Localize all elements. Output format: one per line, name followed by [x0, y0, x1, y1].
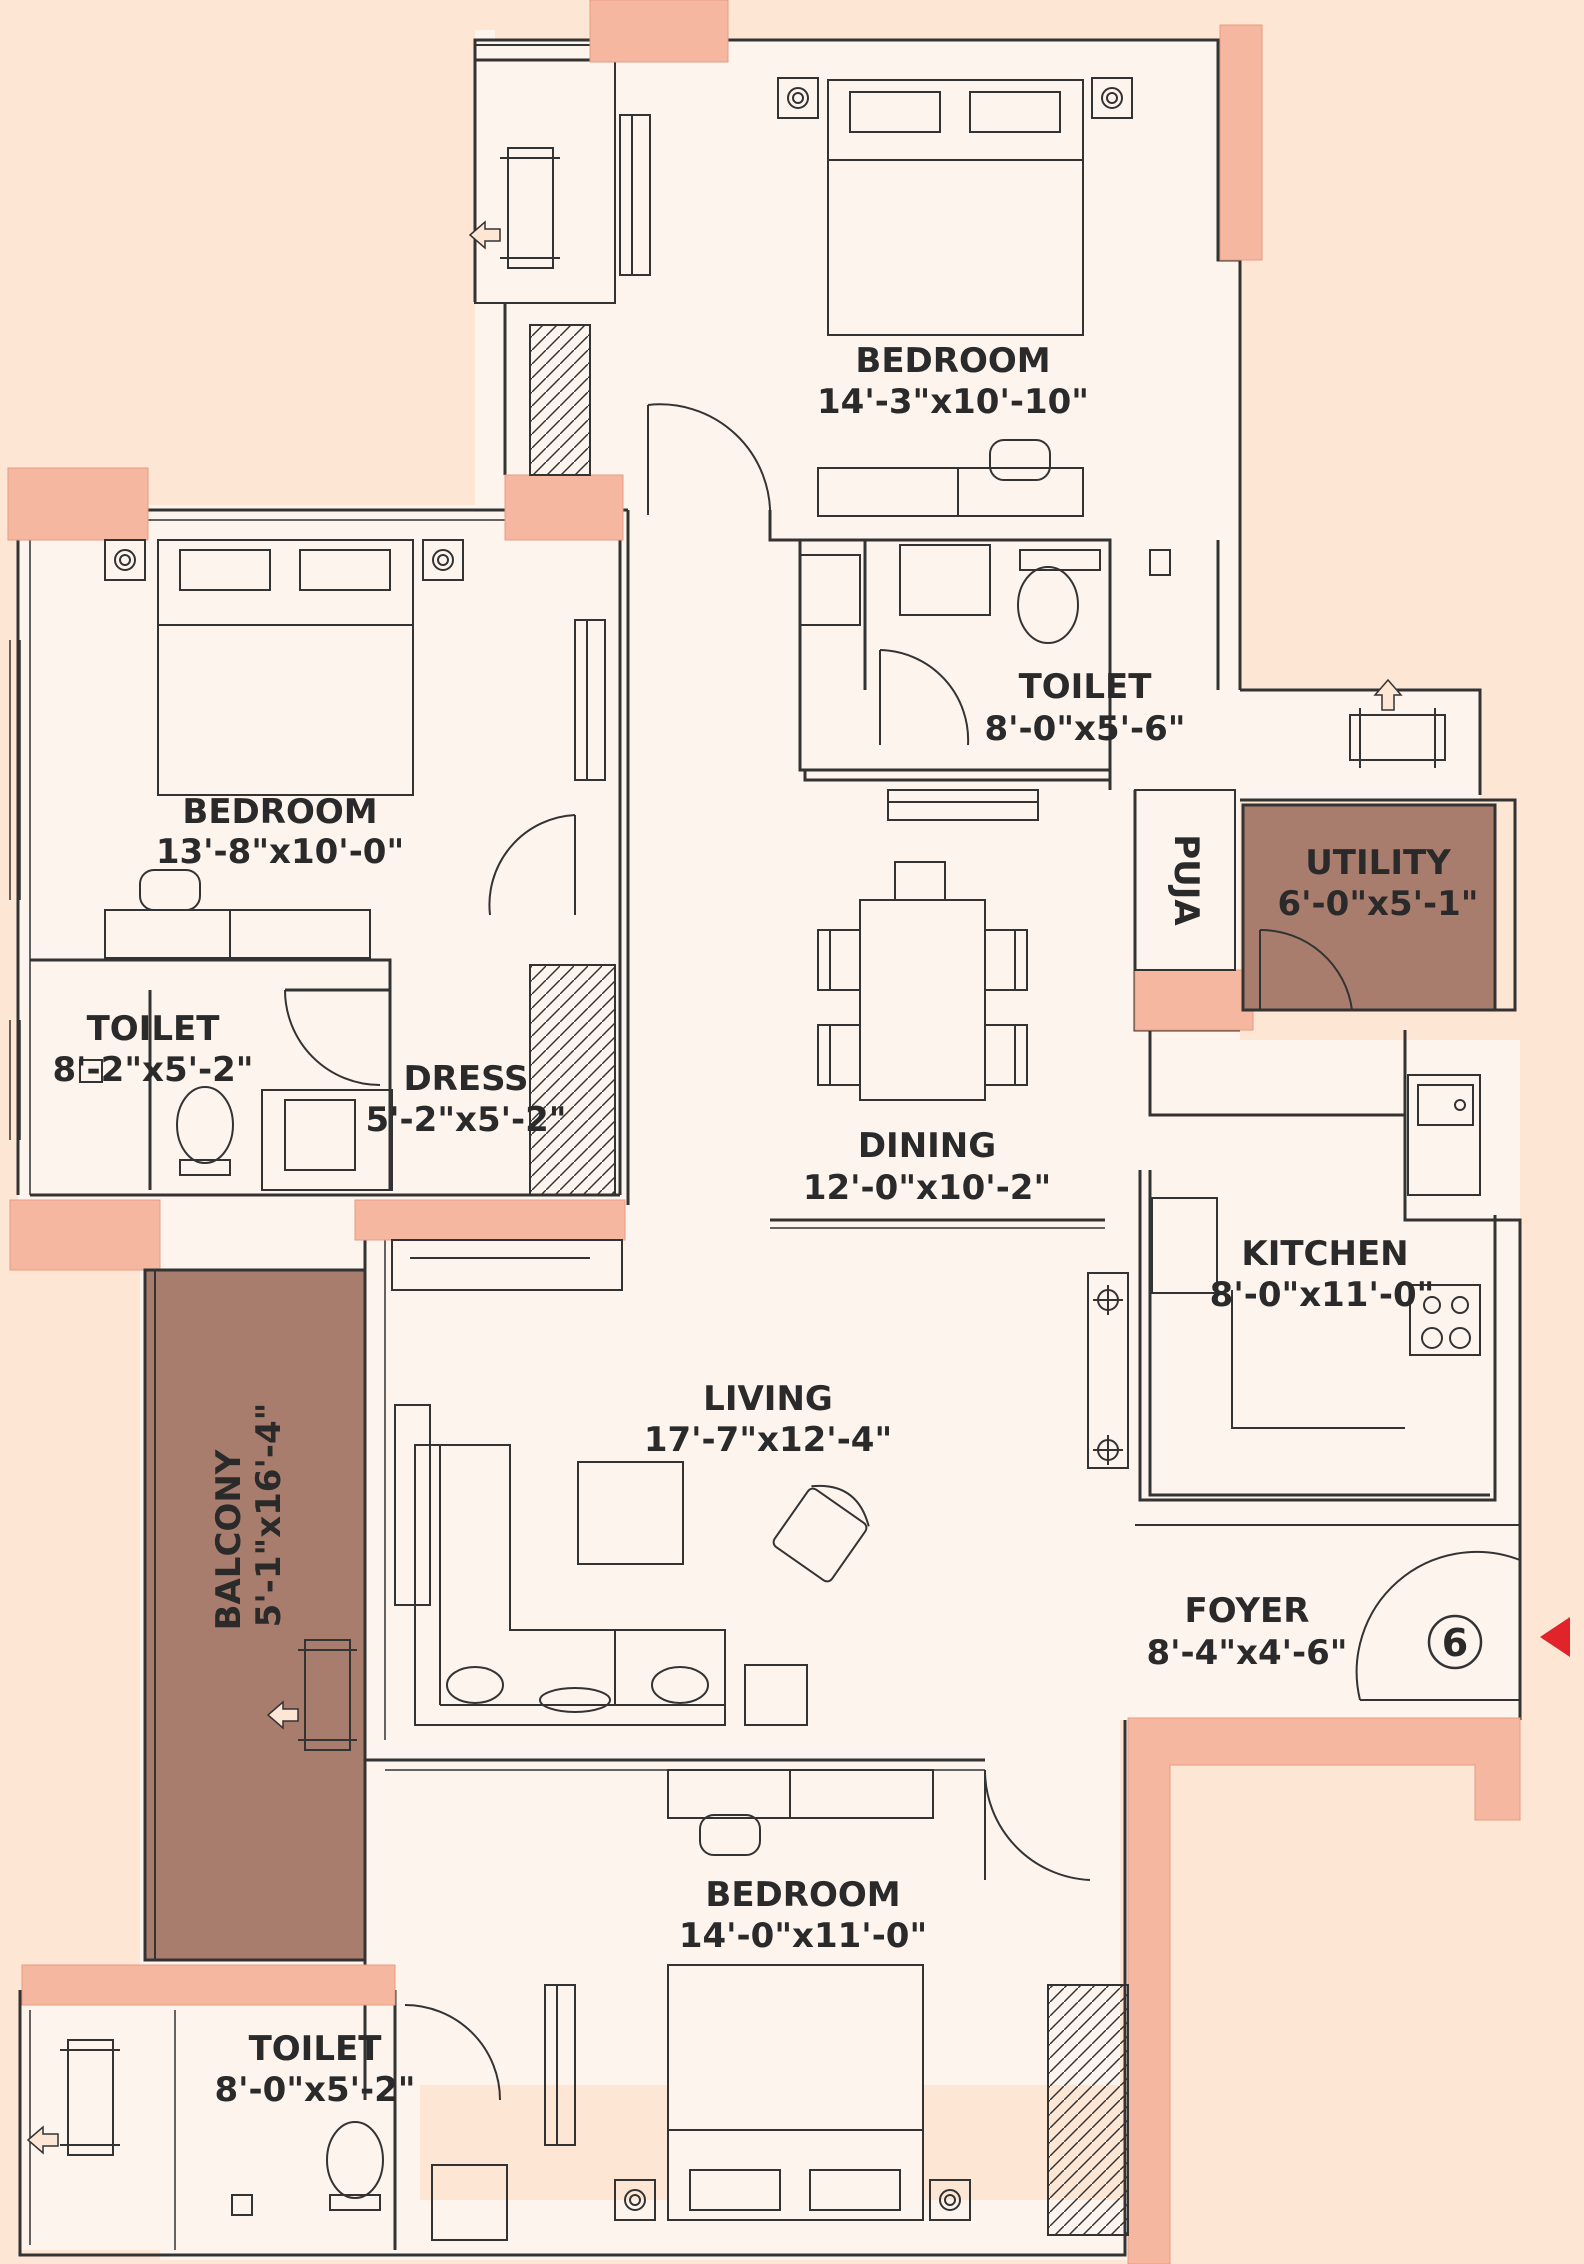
dining-name: DINING — [858, 1126, 996, 1166]
balcony — [143, 1268, 367, 1962]
wardrobe-icon — [529, 324, 591, 476]
ac-unit-icon — [887, 789, 1039, 821]
foyer-size: 8'-4"x4'-6" — [1146, 1633, 1347, 1673]
ac-unit-icon — [60, 2039, 120, 2156]
ac-unit-icon — [500, 147, 560, 269]
study-desk-icon — [667, 1769, 934, 1856]
ac-unit-icon — [298, 1639, 357, 1751]
sofa-icon — [394, 1404, 726, 1726]
wardrobe-icon — [529, 964, 616, 1196]
bed-icon — [104, 539, 464, 796]
ac-unit-icon — [1349, 708, 1446, 768]
bedroom-top-name: BEDROOM — [855, 341, 1050, 381]
toilet-left-name: TOILET — [87, 1009, 221, 1049]
left-toilet-fixtures — [79, 989, 393, 1191]
stove-icon — [1409, 1284, 1481, 1356]
bedroom-left-name: BEDROOM — [182, 792, 377, 832]
wc-icon — [326, 2121, 384, 2211]
kitchen-fixtures — [1087, 1074, 1481, 1469]
puja-name: PUJA — [1166, 834, 1206, 926]
dining-size: 12'-0"x10'-2" — [803, 1168, 1051, 1208]
ac-unit-icon — [619, 114, 651, 276]
arrow-left-icon — [468, 220, 501, 250]
foyer-name: FOYER — [1185, 1591, 1310, 1631]
arrow-left-icon — [266, 1700, 299, 1730]
structural-columns — [7, 0, 1521, 2264]
dress-name: DRESS — [403, 1059, 528, 1099]
sink-icon — [1417, 1084, 1474, 1126]
wc-icon — [176, 1086, 234, 1176]
puja-room — [1134, 789, 1236, 971]
toilet-left-size: 8'-2"x5'-2" — [52, 1050, 253, 1090]
dress-size: 5'-2"x5'-2" — [365, 1100, 566, 1140]
living-size: 17'-7"x12'-4" — [644, 1420, 892, 1460]
unit-number: 6 — [1442, 1621, 1468, 1665]
armchair-icon — [772, 1484, 870, 1583]
bed-icon — [614, 1964, 971, 2221]
bedroom-bottom-size: 14'-0"x11'-0" — [679, 1916, 927, 1956]
top-toilet-fixtures — [799, 544, 1171, 746]
coffee-table — [577, 1461, 684, 1565]
wc-icon — [1017, 549, 1101, 644]
kitchen-name: KITCHEN — [1241, 1234, 1408, 1274]
toilet-bottom-name: TOILET — [249, 2029, 383, 2069]
toilet-top-name: TOILET — [1019, 667, 1153, 707]
arrow-left-icon — [26, 2125, 59, 2155]
bottom-toilet-fixtures — [231, 2004, 508, 2241]
window — [9, 640, 21, 1140]
wardrobe-icon — [1047, 1984, 1129, 2236]
tv-unit-icon — [391, 1239, 623, 1291]
study-desk-icon — [817, 439, 1084, 517]
study-desk-icon — [104, 869, 371, 959]
bedroom-left-size: 13'-8"x10'-0" — [156, 832, 404, 872]
unit-number-badge — [1427, 1614, 1483, 1670]
toilet-top-size: 8'-0"x5'-6" — [984, 709, 1185, 749]
room-labels: BEDROOM 14'-3"x10'-10" BEDROOM 13'-8"x10… — [52, 341, 1478, 2110]
ac-unit-icon — [574, 619, 606, 781]
living-name: LIVING — [703, 1379, 833, 1419]
bedroom-bottom-name: BEDROOM — [705, 1875, 900, 1915]
bed-icon — [777, 77, 1133, 336]
walls — [16, 38, 1522, 2262]
kitchen-size: 8'-0"x11'-0" — [1210, 1275, 1435, 1315]
entry-arrow-icon — [1540, 1617, 1570, 1657]
utility-size: 6'-0"x5'-1" — [1277, 884, 1478, 924]
arrow-up-icon — [1373, 678, 1403, 711]
dining-table-icon — [817, 861, 1028, 1101]
foyer-door — [1355, 1550, 1521, 1701]
balcony-name: BALCONY — [209, 1449, 249, 1630]
ac-unit-icon — [544, 1984, 576, 2146]
utility-room — [1241, 678, 1497, 1012]
balcony-size: 5'-1"x16'-4" — [249, 1403, 289, 1628]
toilet-bottom-size: 8'-0"x5'-2" — [214, 2070, 415, 2110]
side-table — [744, 1664, 808, 1726]
utility-name: UTILITY — [1305, 843, 1451, 883]
bedroom-top-size: 14'-3"x10'-10" — [817, 382, 1089, 422]
